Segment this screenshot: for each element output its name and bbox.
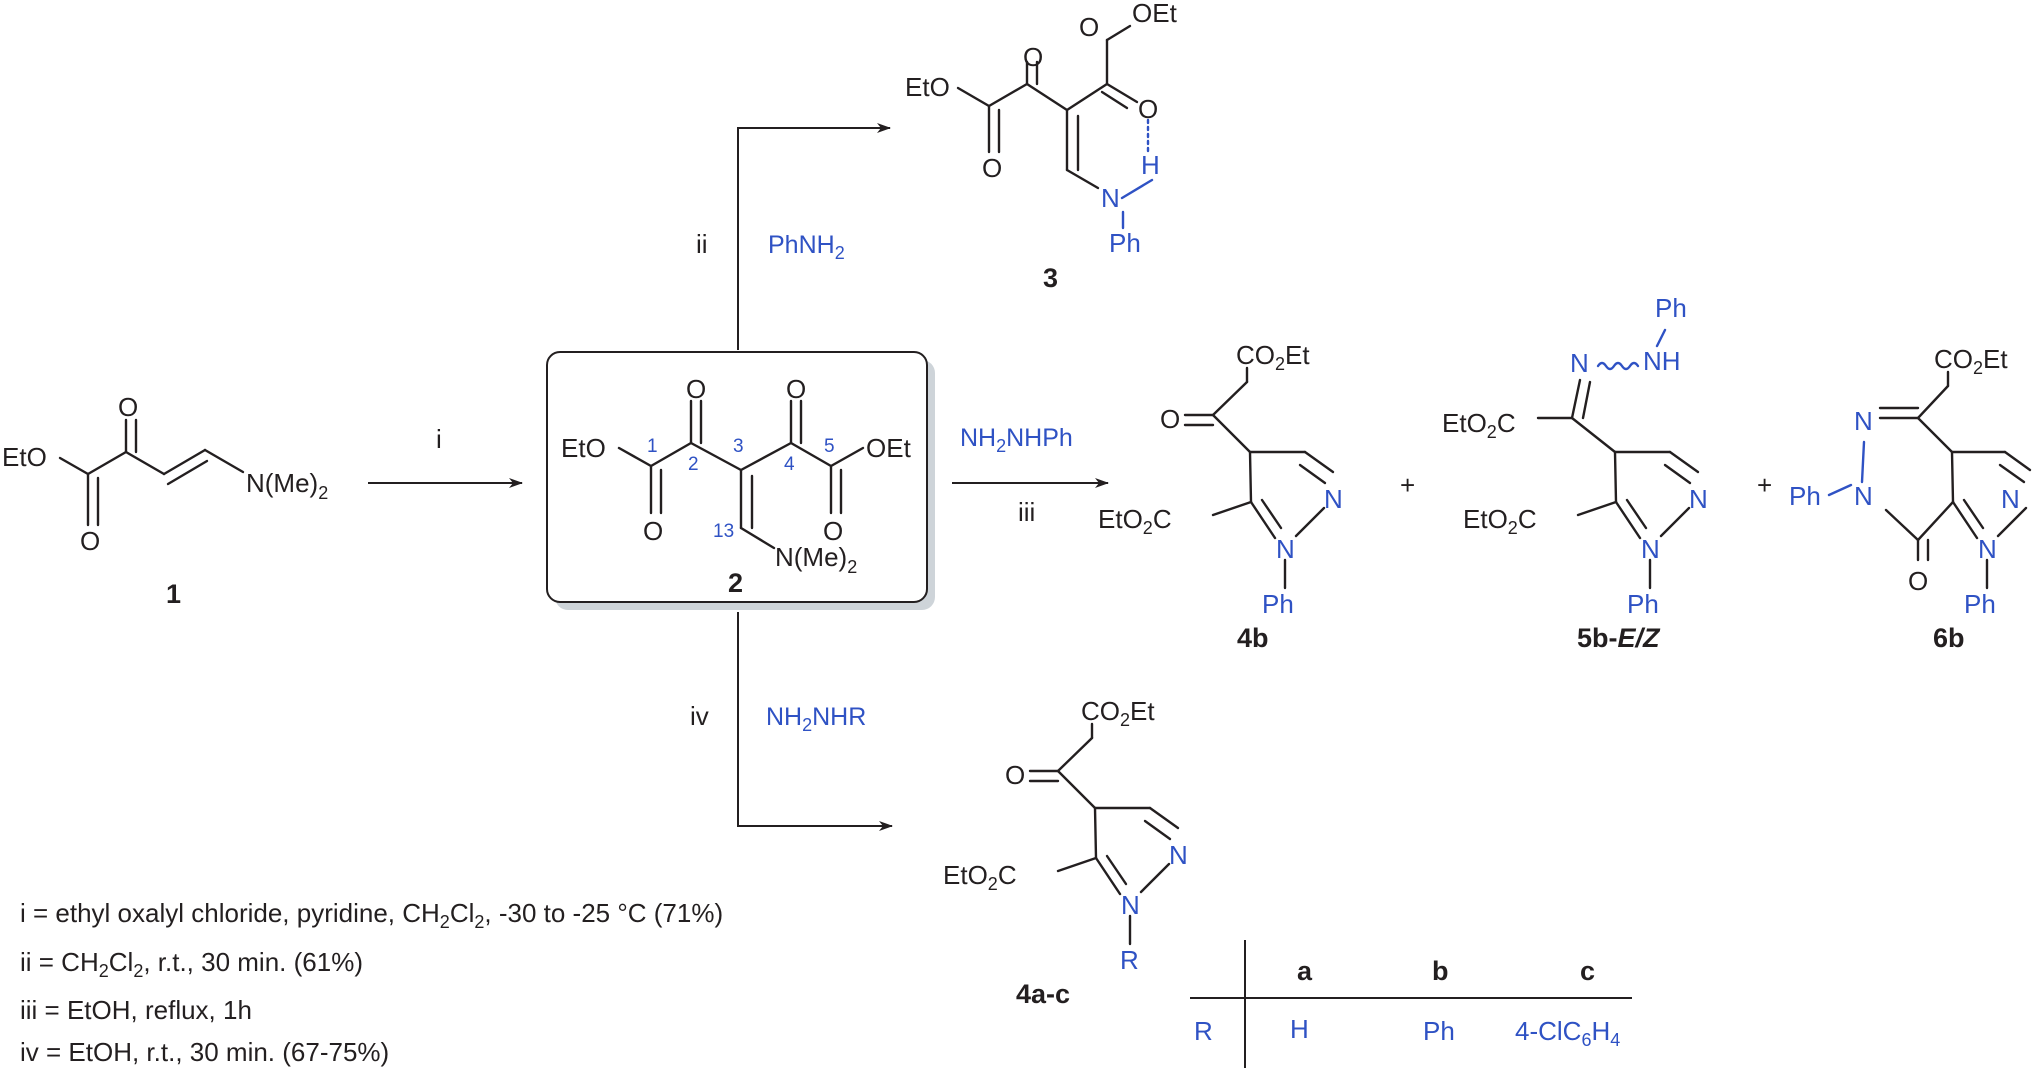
oxygen-label: O [1138,94,1158,124]
nitrogen-label: N [1570,348,1589,378]
oxygen-label: O [823,516,843,546]
compound-3-label: 3 [1043,263,1058,293]
oxygen-label: O [686,374,706,404]
oet-label: OEt [866,433,912,463]
eto-label: EtO [2,442,47,472]
oxygen-label: O [80,526,100,556]
table-cell-a: H [1290,1014,1309,1044]
oxygen-label: O [982,153,1002,183]
eto2c-label: EtO2C [943,860,1017,894]
condition-ii: ii = CH2Cl2, r.t., 30 min. (61%) [20,947,363,981]
step-i-label: i [436,424,442,454]
carbon-number-3: 3 [733,436,744,457]
nitrogen-label: N [2001,484,2020,514]
oxygen-label: O [1908,566,1928,596]
conditions-legend: i = ethyl oxalyl chloride, pyridine, CH2… [20,898,723,1067]
compound-2-box [546,351,935,610]
eto2c-label: EtO2C [1463,504,1537,538]
oxygen-label: O [118,392,138,422]
compound-1-structure: EtO O O N(Me)2 1 [2,392,328,609]
co2et-label: CO2Et [1236,340,1310,374]
nme2-label: N(Me)2 [246,468,328,503]
nitrogen-label: N [1324,484,1343,514]
oxygen-label: O [1160,404,1180,434]
carbon-number-4: 4 [784,454,795,475]
substituent-table: a b c R H Ph 4-ClC6H4 [1190,940,1632,1068]
compound-4ac-label: 4a-c [1016,979,1070,1009]
compound-4b-label: 4b [1237,623,1269,653]
reagent-phnh2: PhNH2 [768,231,845,263]
phenyl-label: Ph [1789,481,1821,511]
step-ii-label: ii [696,229,708,259]
phenyl-label: Ph [1262,589,1294,619]
compound-6b-label: 6b [1933,623,1965,653]
plus-sign: + [1757,470,1772,500]
oet-label: OEt [1132,0,1178,28]
reagent-nh2nhr: NH2NHR [766,703,866,735]
co2et-label: CO2Et [1934,344,2008,378]
compound-4ac-structure: O CO2Et EtO2C N N R 4a-c [943,696,1188,1009]
nitrogen-label: N [1121,890,1140,920]
step-iv-label: iv [690,701,709,731]
table-col-b: b [1432,956,1449,986]
arrow-step-ii: ii PhNH2 [696,123,891,350]
nitrogen-label: N [1689,484,1708,514]
nitrogen-label: N [1854,481,1873,511]
oxygen-label: O [1005,760,1025,790]
carbon-number-1: 1 [647,436,658,457]
oxygen-label: O [1079,12,1099,42]
compound-2-label: 2 [728,568,743,598]
compound-5b-structure: N NH Ph EtO2C EtO2C N N Ph 5b-E/Z [1442,293,1708,653]
eto2c-label: EtO2C [1098,504,1172,538]
plus-sign: + [1400,470,1415,500]
table-col-a: a [1297,956,1313,986]
table-cell-c: 4-ClC6H4 [1515,1016,1620,1050]
oxygen-label: O [786,374,806,404]
arrow-step-i: i [368,424,523,488]
oxygen-label: O [1023,42,1043,72]
compound-5b-label: 5b-E/Z [1577,623,1661,653]
nme2-label: N(Me)2 [775,542,857,577]
nh-label: NH [1643,346,1681,376]
r-group-label: R [1120,945,1139,975]
phenyl-label: Ph [1109,228,1141,258]
carbon-number-2: 2 [688,454,699,475]
eto-label: EtO [561,433,606,463]
nitrogen-label: N [1978,534,1997,564]
nitrogen-label: N [1101,183,1120,213]
eto-label: EtO [905,72,950,102]
table-col-c: c [1580,956,1595,986]
condition-iii: iii = EtOH, reflux, 1h [20,995,252,1025]
carbon-number-5: 5 [824,436,835,457]
condition-iv: iv = EtOH, r.t., 30 min. (67-75%) [20,1037,389,1067]
phenyl-label: Ph [1655,293,1687,323]
compound-4b-structure: O CO2Et EtO2C N N Ph 4b [1098,340,1343,653]
nitrogen-label: N [1854,406,1873,436]
nitrogen-label: N [1169,840,1188,870]
reagent-nh2nhph: NH2NHPh [960,424,1073,456]
table-row-header: R [1194,1016,1213,1046]
phenyl-label: Ph [1627,589,1659,619]
arrow-step-iii: NH2NHPh iii [952,424,1109,527]
compound-2-structure: EtO OEt O O O O N(Me)2 1 2 3 4 5 13 2 [561,374,912,598]
compound-1-label: 1 [166,579,181,609]
nitrogen-label: N [1641,534,1660,564]
oxygen-label: O [643,516,663,546]
table-cell-b: Ph [1423,1016,1455,1046]
eto2c-label: EtO2C [1442,408,1516,442]
phenyl-label: Ph [1964,589,1996,619]
carbon-number-13: 13 [713,521,734,542]
co2et-label: CO2Et [1081,696,1155,730]
compound-3-structure: O OEt EtO O O O H N Ph 3 [905,0,1178,293]
nitrogen-label: N [1276,534,1295,564]
condition-i: i = ethyl oxalyl chloride, pyridine, CH2… [20,898,723,932]
arrow-step-iv: iv NH2NHR [690,612,893,831]
hydrogen-label: H [1141,150,1160,180]
compound-6b-structure: N N Ph O CO2Et N N Ph 6b [1789,344,2032,653]
step-iii-label: iii [1018,497,1035,527]
